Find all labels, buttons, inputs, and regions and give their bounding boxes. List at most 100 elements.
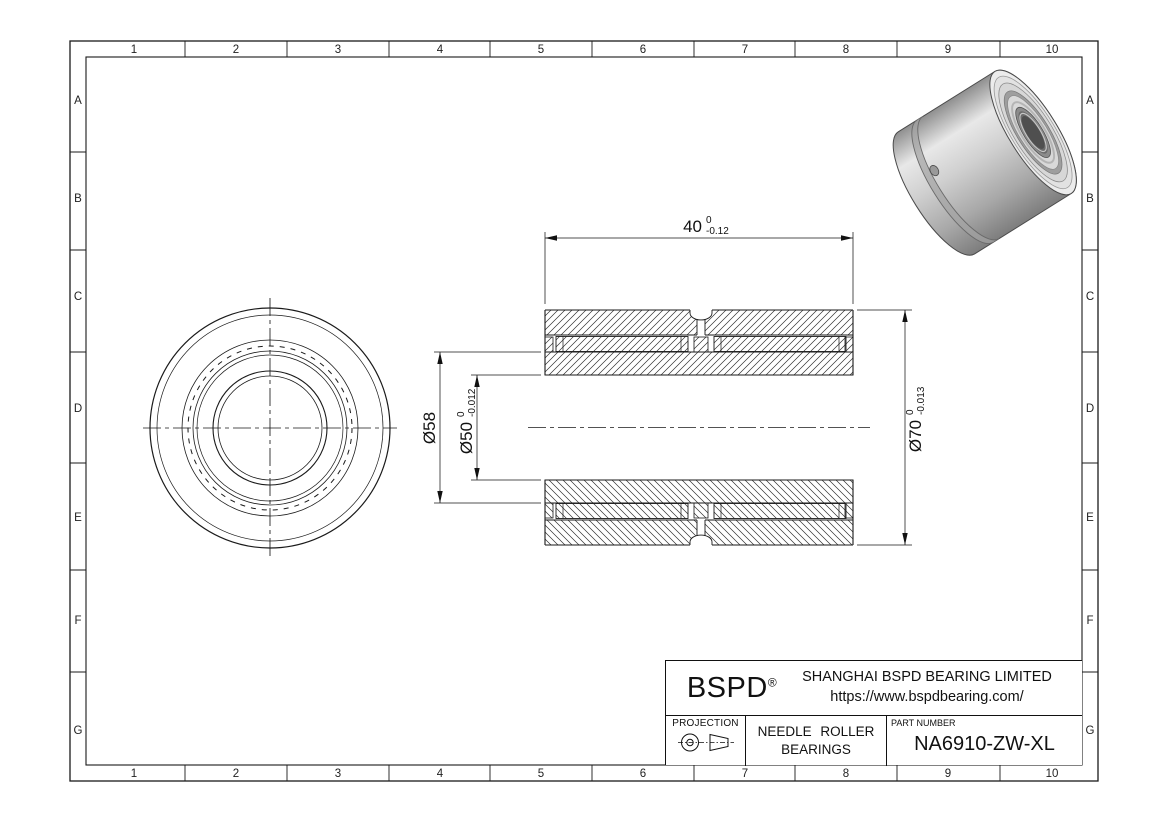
- row-label: D: [1086, 403, 1094, 415]
- oil-groove-lines: [911, 116, 1000, 245]
- roller-row-left: [555, 336, 689, 352]
- dim-value: 40: [683, 217, 702, 236]
- col-label: 5: [538, 768, 544, 780]
- front-view-centerlines: [143, 298, 397, 558]
- section-view: [528, 309, 870, 546]
- bore-chamfer-circle: [212, 370, 328, 486]
- grid-ticks: [70, 41, 1098, 781]
- inner-border: [85, 56, 1083, 766]
- outer-border: [69, 40, 1099, 782]
- col-label: 8: [843, 768, 849, 780]
- dim-value: Ø70: [906, 420, 925, 452]
- col-label: 4: [437, 768, 444, 780]
- part-number-cell: PART NUMBER NA6910-ZW-XL: [887, 716, 1082, 766]
- col-label: 6: [640, 44, 646, 56]
- projection-cell: PROJECTION: [666, 716, 746, 766]
- col-label: 9: [945, 44, 951, 56]
- oil-groove-band: [911, 116, 1000, 244]
- first-angle-projection-icon: [677, 733, 734, 752]
- row-label: G: [74, 725, 83, 737]
- title-block: BSPD® SHANGHAI BSPD BEARING LIMITED http…: [665, 660, 1082, 766]
- col-label: 7: [742, 768, 748, 780]
- roller-pitch-circle: [187, 345, 353, 511]
- col-label: 2: [233, 768, 239, 780]
- outer-raceway-circle: [181, 339, 359, 517]
- inner-ring-center-rib: [693, 336, 709, 353]
- title-block-header-row: BSPD® SHANGHAI BSPD BEARING LIMITED http…: [666, 661, 1082, 716]
- row-label: F: [1086, 615, 1093, 627]
- col-label: 4: [437, 44, 444, 56]
- col-label: 6: [640, 768, 646, 780]
- row-label: F: [74, 615, 81, 627]
- cage-pocket-lines: [562, 336, 840, 352]
- product-description-cell: NEEDLE ROLLER BEARINGS: [746, 716, 887, 766]
- company-name: SHANGHAI BSPD BEARING LIMITED: [802, 669, 1052, 686]
- oil-hole: [929, 165, 940, 177]
- row-label: A: [74, 95, 82, 107]
- col-label: 7: [742, 44, 748, 56]
- col-label: 2: [233, 44, 239, 56]
- dim-lines: [434, 351, 541, 504]
- outer-raceway-and-oil-hole: [545, 319, 853, 336]
- inner-ring-highlight: [1011, 101, 1056, 164]
- col-label: 3: [335, 768, 341, 780]
- inner-ring-flange-right: [844, 336, 854, 353]
- dim-lines: [857, 309, 912, 546]
- bore-circle: [217, 375, 323, 481]
- inner-ring-section: [544, 351, 854, 376]
- col-label: 1: [131, 768, 137, 780]
- grid-labels: 1 2 3 4 5 6 7 8 9 10 1 2 3 4 5 6 7 8 9 1…: [74, 44, 1095, 780]
- outer-ring-od-circle: [149, 307, 391, 549]
- col-label: 9: [945, 768, 951, 780]
- row-label: E: [1086, 512, 1094, 524]
- dim-tol-upper: 0: [706, 215, 712, 226]
- dim-lines: [544, 232, 854, 304]
- bore-depth: [1021, 115, 1045, 149]
- outer-ring-outline: [544, 309, 854, 375]
- row-label: B: [74, 193, 82, 205]
- row-label: E: [74, 512, 82, 524]
- dim-value: Ø58: [420, 412, 439, 444]
- oil-groove-mask: [690, 310, 712, 320]
- roller-row-right: [713, 336, 847, 352]
- oil-hole-mask: [697, 312, 705, 335]
- company-info: SHANGHAI BSPD BEARING LIMITED https://ww…: [798, 668, 1082, 707]
- row-label: D: [74, 403, 82, 415]
- row-label: B: [1086, 193, 1094, 205]
- dim-tol-upper: 0: [905, 409, 916, 415]
- oil-groove: [689, 310, 713, 321]
- dimension-dia50: Ø50 0 -0.012: [456, 374, 541, 481]
- inner-ring-flange-left: [544, 336, 554, 353]
- dimension-width: 40 0 -0.12: [544, 215, 854, 304]
- projection-label: PROJECTION: [672, 718, 739, 729]
- dim-tol-lower: -0.013: [916, 386, 927, 415]
- col-label: 5: [538, 44, 544, 56]
- col-label: 10: [1046, 44, 1059, 56]
- dimension-dia70: Ø70 0 -0.013: [857, 309, 927, 546]
- dim-tol-lower: -0.012: [467, 388, 478, 417]
- dim-tol-lower: -0.12: [706, 226, 729, 237]
- title-block-lower-row: PROJECTION NEEDLE ROLLER BEARINGS PART N…: [666, 716, 1082, 766]
- dim-tol-upper: 0: [456, 411, 467, 417]
- part-number-value: NA6910-ZW-XL: [914, 733, 1055, 755]
- dim-arrows: [474, 375, 480, 480]
- inner-ring-flange-circle: [196, 354, 344, 502]
- section-lower-half: [544, 479, 854, 546]
- row-label: A: [1086, 95, 1094, 107]
- row-label: C: [74, 291, 82, 303]
- row-label: C: [1086, 291, 1094, 303]
- col-label: 3: [335, 44, 341, 56]
- col-label: 10: [1046, 768, 1059, 780]
- outer-ring-chamfer-circle: [156, 314, 384, 542]
- inner-raceway-circle: [192, 350, 348, 506]
- dim-lines: [471, 374, 541, 481]
- registered-mark: ®: [767, 674, 778, 689]
- sheet-frame: [69, 40, 1099, 782]
- brand-text: BSPD: [686, 671, 768, 704]
- section-upper-half: [544, 309, 854, 376]
- brand-logo: BSPD®: [666, 672, 798, 705]
- iso-view: [892, 69, 1077, 256]
- company-website: https://www.bspdbearing.com/: [830, 689, 1024, 705]
